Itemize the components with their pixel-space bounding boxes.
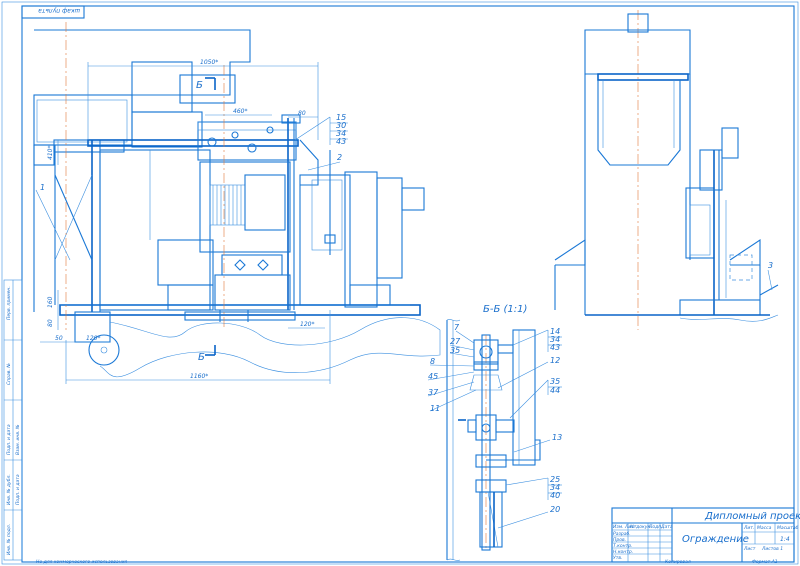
side-strip-1: Перв. примен. — [6, 286, 12, 320]
balloon-8: 8 — [430, 357, 435, 366]
role-checker: Пров. — [613, 537, 626, 543]
dim-80v: 80 — [47, 319, 54, 327]
title-block: Дипломный проект Ограждение Лит. Масса М… — [611, 507, 800, 563]
side-strip-3: Подп. и дата — [6, 424, 12, 455]
main-dimensions: 1050* 460* 80 410* 160 80 50 120* 1160* … — [40, 59, 331, 384]
main-balloons: 15 30 34 43 2 1 — [35, 113, 348, 261]
balloon-3: 3 — [768, 261, 773, 270]
sheet-label: Лист — [743, 546, 756, 552]
balloon-44: 44 — [550, 386, 560, 395]
balloon-35b: 35 — [550, 377, 560, 386]
balloon-34a: 34 — [550, 335, 560, 344]
row-izm: Изм. Лист — [613, 524, 637, 530]
scale-header: Масштаб — [777, 525, 799, 531]
sheets-label: Листов 1 — [761, 546, 783, 552]
mass-header: Масса — [757, 525, 772, 531]
balloon-30: 30 — [336, 121, 346, 130]
balloon-35: 35 — [450, 346, 460, 355]
row-sign: Подп. — [649, 524, 663, 530]
balloon-37: 37 — [428, 388, 439, 397]
role-developer: Разраб. — [613, 531, 631, 537]
balloon-20: 20 — [550, 505, 560, 514]
side-strip-6: Подп. и дата — [15, 474, 21, 505]
row-docnum: № докум. — [629, 524, 652, 530]
dim-1160: 1160* — [190, 373, 208, 380]
role-ncontrol: Н.контр. — [613, 549, 633, 555]
dim-120: 120* — [86, 335, 100, 342]
side-strip-7: Инв. № подл. — [6, 524, 12, 555]
left-side-strip — [3, 279, 23, 561]
dim-410: 410* — [47, 146, 54, 160]
copied-label: Копировал — [665, 559, 691, 565]
balloon-14: 14 — [550, 327, 560, 336]
balloon-13: 13 — [552, 433, 562, 442]
side-strip-2: Справ. № — [6, 363, 12, 385]
role-approve: Утв. — [613, 555, 622, 561]
dim-160: 160 — [47, 296, 54, 308]
balloon-7: 7 — [454, 323, 460, 332]
dim-460: 460* — [233, 108, 247, 115]
scale-value: 1:4 — [780, 536, 790, 543]
lit-header: Лит. — [743, 525, 754, 531]
section-mark-bottom: Б — [198, 352, 205, 363]
sheet-frame — [21, 5, 795, 563]
dim-50: 50 — [55, 335, 63, 342]
balloon-2: 2 — [337, 153, 342, 162]
dim-1050: 1050* — [200, 59, 218, 66]
balloon-15: 15 — [336, 113, 346, 122]
role-tcontrol: Т.контр. — [613, 543, 633, 549]
main-view: Б Б — [33, 22, 441, 378]
top-stamp: шкаф пульта — [21, 5, 85, 19]
bottom-left-note: Не для коммерческого использования — [36, 559, 128, 565]
section-view: Б-Б (1:1) — [446, 304, 541, 561]
row-date: Дата — [660, 524, 673, 530]
side-view: 3 — [554, 10, 779, 330]
section-balloons-right: 14 34 43 12 35 44 13 25 34 40 20 — [497, 327, 562, 529]
balloon-25: 25 — [550, 475, 560, 484]
balloon-34: 34 — [336, 129, 346, 138]
dim-120b: 120* — [300, 321, 314, 328]
side-strip-4: Инв. № дубл. — [6, 474, 12, 505]
section-mark-top: Б — [196, 80, 203, 91]
side-strip-labels: Перв. примен. Справ. № Подп. и дата Инв.… — [6, 286, 21, 555]
balloon-43: 43 — [336, 137, 346, 146]
side-strip-5: Взам. инв. № — [15, 424, 21, 455]
balloon-40: 40 — [550, 491, 560, 500]
format-label: Формат А1 — [752, 559, 778, 565]
balloon-27: 27 — [450, 337, 461, 346]
balloon-34b: 34 — [550, 483, 560, 492]
balloon-12: 12 — [550, 356, 560, 365]
project-title: Дипломный проект — [704, 511, 800, 522]
section-balloons-left: 7 27 35 8 45 37 11 — [427, 323, 477, 413]
top-stamp-text: шкаф пульта — [38, 7, 80, 14]
section-title: Б-Б (1:1) — [483, 304, 527, 315]
drawing-name: Ограждение — [682, 534, 749, 545]
balloon-1: 1 — [40, 183, 45, 192]
balloon-45: 45 — [428, 372, 438, 381]
balloon-43a: 43 — [550, 343, 560, 352]
dim-80: 80 — [298, 110, 306, 117]
balloon-11: 11 — [430, 404, 440, 413]
